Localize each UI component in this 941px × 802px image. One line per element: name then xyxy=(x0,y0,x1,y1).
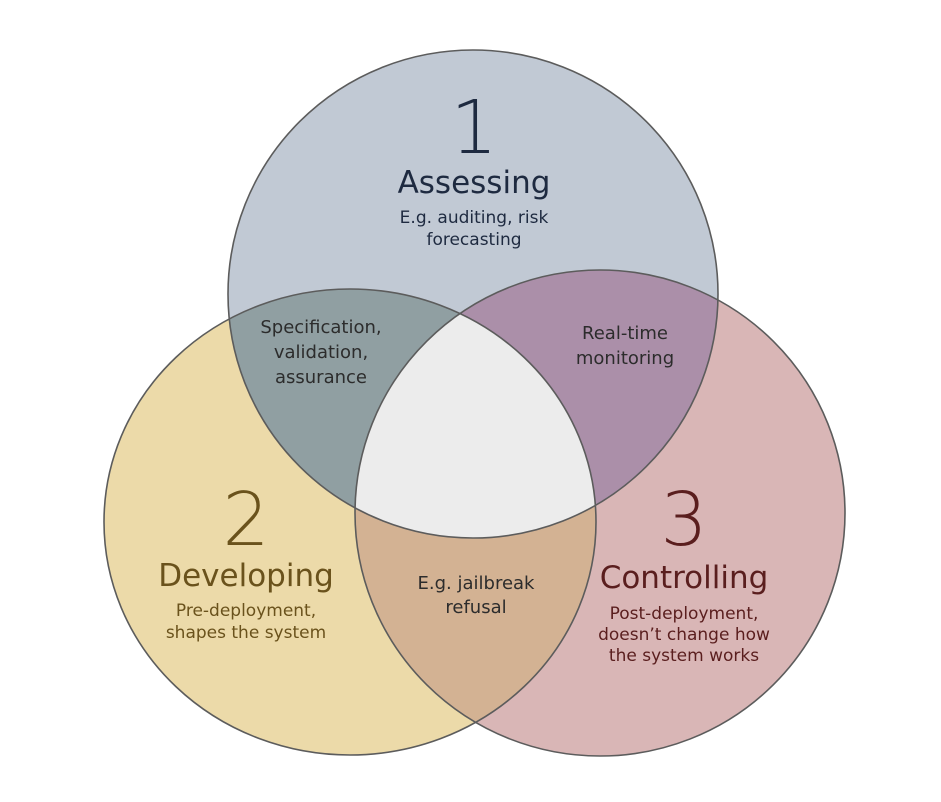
developing-title: Developing xyxy=(158,558,334,594)
developing-subtitle-line: Pre-deployment, xyxy=(176,601,316,621)
circle-outlines xyxy=(103,49,846,757)
assessing-subtitle-line: E.g. auditing, risk xyxy=(400,208,549,228)
overlap-assessing-controlling-line: monitoring xyxy=(576,348,674,369)
assessing-title: Assessing xyxy=(398,165,551,201)
overlap-developing-controlling-line: refusal xyxy=(445,597,506,618)
controlling-number: 3 xyxy=(660,477,707,563)
controlling-subtitle-line: Post-deployment, xyxy=(610,604,759,624)
developing-number: 2 xyxy=(222,477,269,563)
assessing-number: 1 xyxy=(450,85,497,171)
developing-subtitle-line: shapes the system xyxy=(166,623,326,643)
region-all-three xyxy=(355,289,596,538)
controlling-title: Controlling xyxy=(600,560,769,596)
overlap-developing-controlling-line: E.g. jailbreak xyxy=(418,573,536,594)
controlling-subtitle-line: doesn’t change how xyxy=(598,625,770,645)
assessing-subtitle-line: forecasting xyxy=(426,230,521,250)
overlap-assessing-developing-line: assurance xyxy=(275,367,367,388)
controlling-subtitle-line: the system works xyxy=(609,646,759,666)
overlap-assessing-developing-line: validation, xyxy=(274,342,368,363)
overlap-assessing-developing-line: Specification, xyxy=(260,317,381,338)
overlap-assessing-controlling-line: Real-time xyxy=(582,323,668,344)
